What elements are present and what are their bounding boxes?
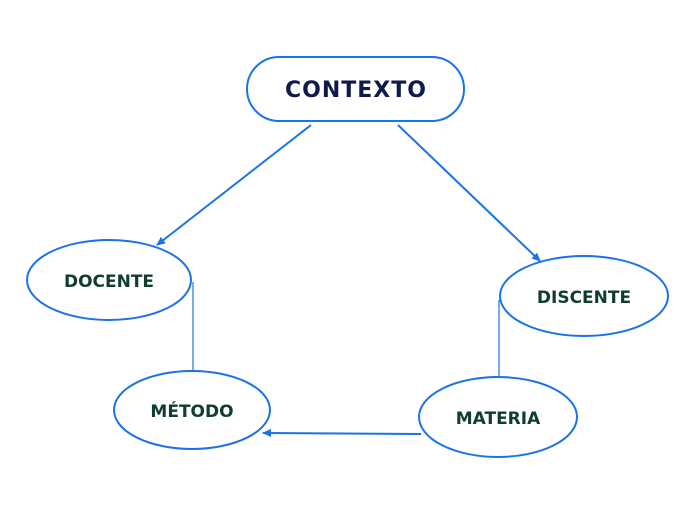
node-discente-label: DISCENTE (537, 288, 631, 308)
arrow-contexto-to-docente (156, 124, 312, 246)
node-materia[interactable]: MATERIA (418, 376, 578, 458)
arrow-materia-to-metodo (262, 429, 422, 438)
node-contexto-shape (246, 56, 465, 122)
node-discente[interactable]: DISCENTE (499, 255, 669, 337)
node-contexto[interactable]: CONTEXTO (246, 56, 465, 122)
node-metodo-shape (113, 370, 271, 450)
node-metodo[interactable]: MÉTODO (113, 370, 271, 450)
node-discente-shape (499, 255, 669, 337)
node-metodo-label: MÉTODO (150, 400, 233, 422)
node-docente[interactable]: DOCENTE (26, 239, 192, 321)
node-materia-shape (418, 376, 578, 458)
arrow-contexto-to-discente (397, 124, 541, 262)
node-materia-label: MATERIA (456, 409, 541, 429)
node-docente-shape (26, 239, 192, 321)
node-contexto-label: CONTEXTO (285, 78, 427, 103)
node-docente-label: DOCENTE (64, 272, 154, 292)
